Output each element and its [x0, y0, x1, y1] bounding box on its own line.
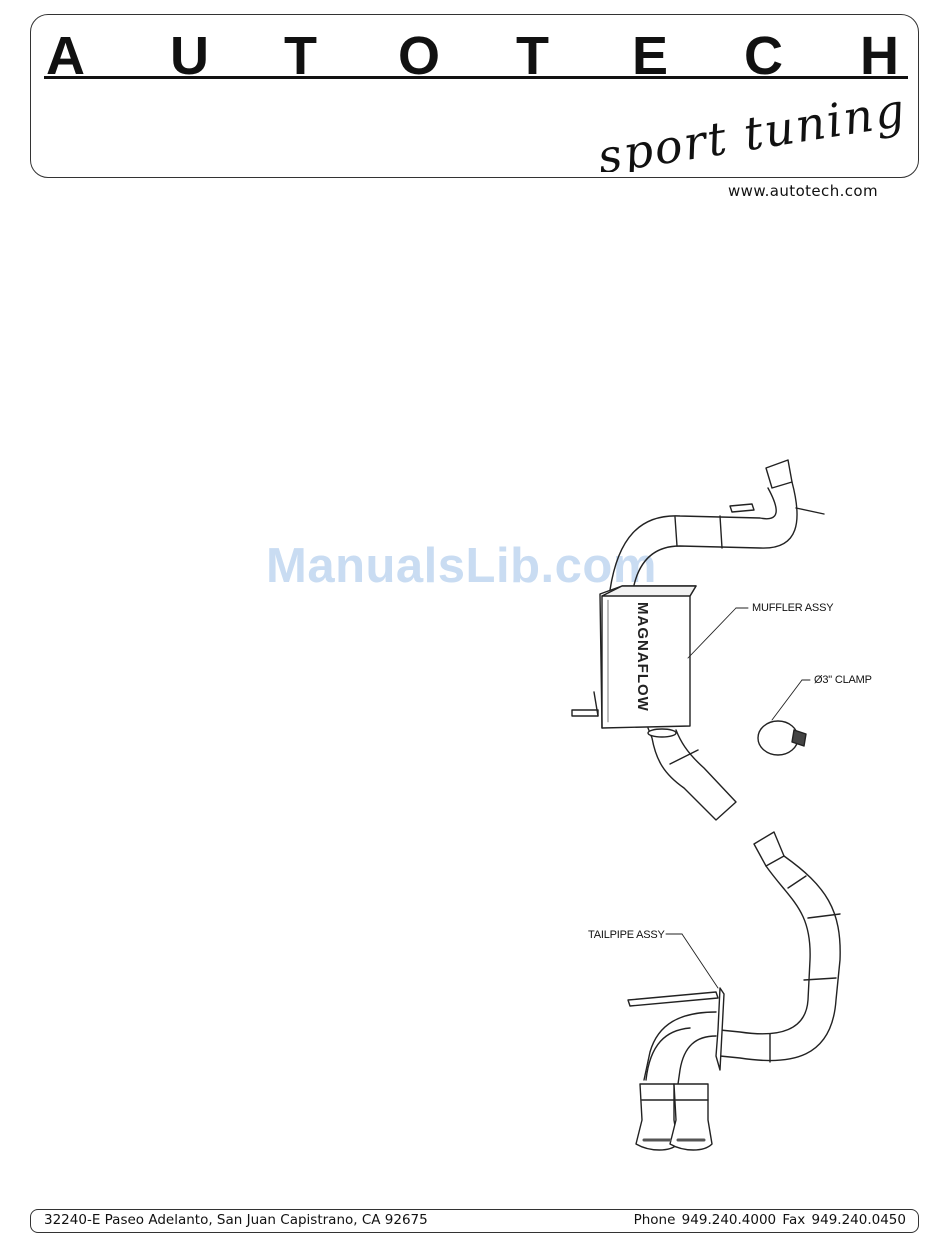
- muffler-body: MAGNAFLOW: [572, 586, 696, 728]
- outlet-pipe: [648, 728, 736, 820]
- brand-logo: A U T O T E C H: [42, 24, 912, 80]
- clamp-label: Ø3" CLAMP: [814, 674, 872, 686]
- brand-letter: U: [170, 26, 209, 80]
- brand-letter: T: [516, 26, 549, 80]
- tagline-script: sport tuning: [588, 82, 918, 172]
- tagline-text: sport tuning: [594, 82, 910, 172]
- brand-letter: C: [744, 26, 783, 80]
- muffler-brand-text: MAGNAFLOW: [634, 602, 651, 712]
- brand-letter: H: [860, 26, 899, 80]
- brand-letter: E: [632, 26, 668, 80]
- exhaust-diagram: MAGNAFLOW MUFFLER A: [540, 440, 940, 1160]
- brand-letter: O: [398, 26, 440, 80]
- muffler-label: MUFFLER ASSY: [752, 602, 834, 614]
- website-url[interactable]: www.autotech.com: [728, 182, 878, 200]
- clamp-part: [758, 721, 806, 755]
- tailpipe-label: TAILPIPE ASSY: [588, 929, 666, 941]
- footer-phone-fax: Phone 949.240.4000 Fax 949.240.0450: [634, 1212, 906, 1228]
- brand-underline: [44, 76, 908, 79]
- inlet-pipe: [610, 460, 824, 596]
- tailpipe-assembly: [628, 832, 840, 1150]
- brand-letter: T: [284, 26, 317, 80]
- footer-address: 32240-E Paseo Adelanto, San Juan Capistr…: [44, 1212, 428, 1228]
- brand-letter: A: [46, 26, 85, 80]
